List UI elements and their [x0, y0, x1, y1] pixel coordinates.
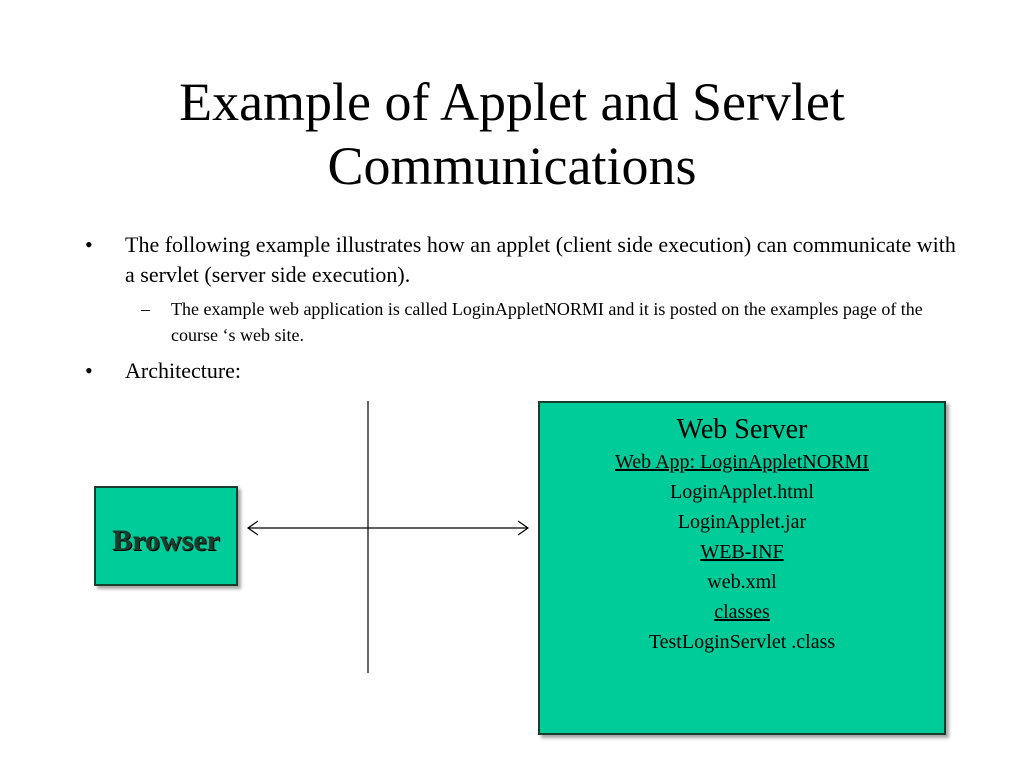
arrow-head-left: [246, 520, 259, 536]
sub-bullet-item: – The example web application is called …: [85, 296, 965, 348]
server-line-classes: classes: [714, 601, 770, 623]
bullet-text: The following example illustrates how an…: [125, 232, 956, 287]
browser-label: Browser: [112, 524, 220, 557]
server-line-jar: LoginApplet.jar: [677, 511, 807, 533]
bullet-item: • The following example illustrates how …: [85, 230, 965, 290]
bullet-text: Architecture:: [125, 358, 242, 383]
slide-title: Example of Applet and Servlet Communicat…: [179, 72, 845, 196]
bullet-item: • Architecture:: [85, 356, 965, 386]
web-server-box: Web Server Web App: LoginAppletNORMI Log…: [538, 401, 946, 735]
arrow-head-right: [517, 520, 530, 536]
web-server-title: Web Server: [676, 414, 808, 445]
bullet-marker: •: [85, 358, 93, 383]
bullet-list: • The following example illustrates how …: [85, 230, 965, 386]
server-line-web-xml: web.xml: [707, 571, 777, 593]
sub-bullet-marker: –: [141, 299, 150, 319]
bullet-marker: •: [85, 232, 93, 257]
server-line-web-app: Web App: LoginAppletNORMI: [615, 451, 869, 473]
server-line-html: LoginApplet.html: [670, 481, 814, 503]
server-line-web-inf: WEB-INF: [700, 541, 784, 563]
server-line-servlet-class: TestLoginServlet .class: [648, 631, 836, 653]
sub-bullet-text: The example web application is called Lo…: [171, 299, 923, 345]
browser-box: Browser: [94, 486, 238, 586]
